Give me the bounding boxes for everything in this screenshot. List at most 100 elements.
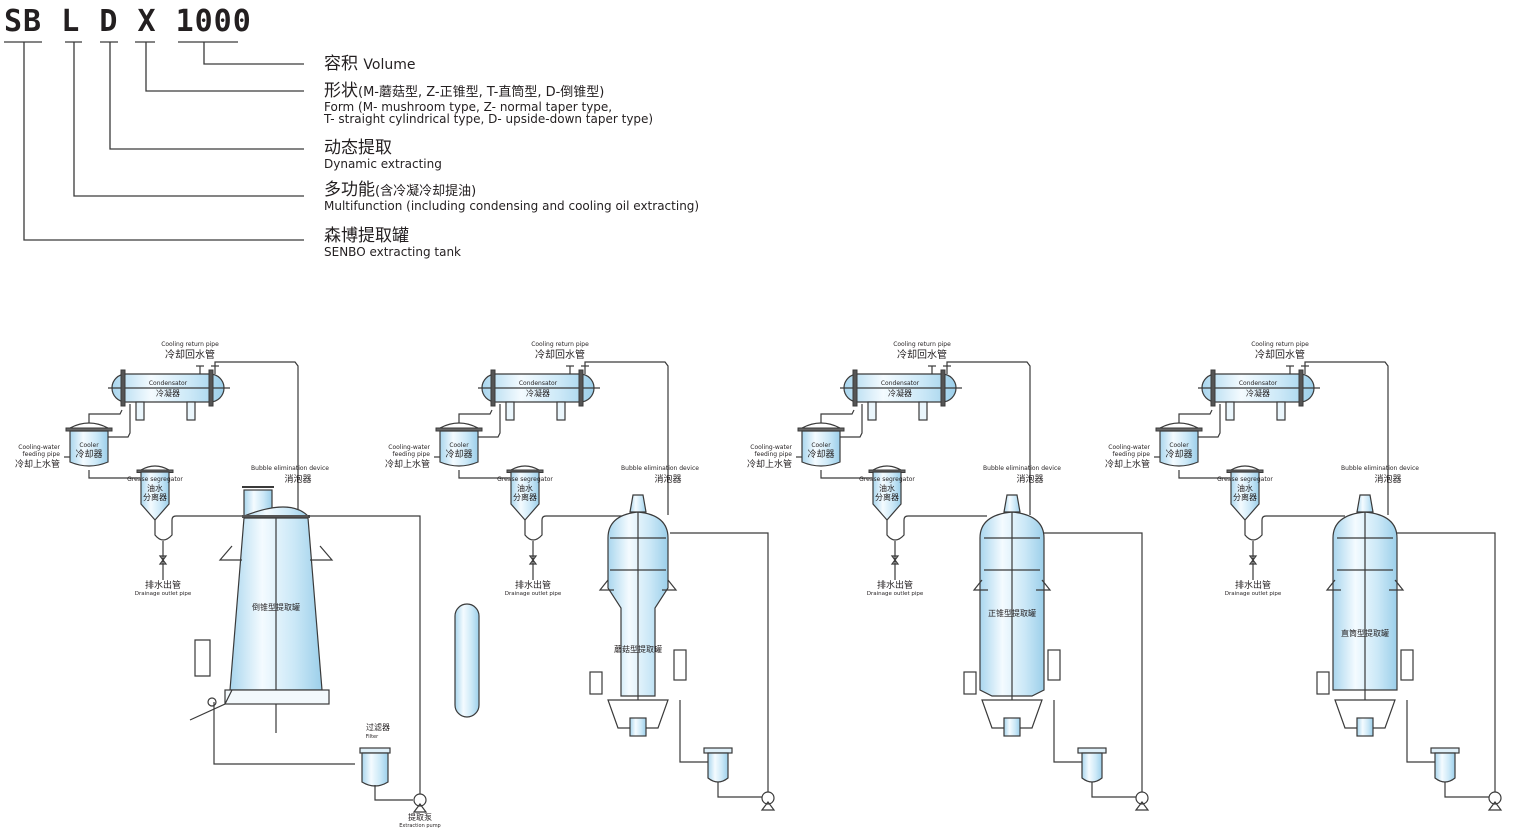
cooling-return-pipe-label-en: Cooling return pipe [161,341,219,348]
pump-icon [1135,791,1149,805]
cooling-feed-label-en-1: Cooling-water [750,444,792,451]
cooling-feed-label-en-1: Cooling-water [1108,444,1150,451]
filter-label-cn: 过滤器 [366,722,390,732]
legend-brand: 森博提取罐 SENBO extracting tank [324,226,461,258]
filter-label-en: Filter [366,734,379,740]
segregator-lid [872,465,902,471]
cooler-feed-pipe [108,404,131,438]
bubble-eliminator [629,494,647,513]
drain-valve-icon [158,555,168,565]
condenser-leg-right [1276,401,1286,421]
tank-lugs [1325,579,1405,591]
condenser-leg-right [186,401,196,421]
condenser-flange-left [490,369,496,407]
cooling-return-pipe [584,361,669,515]
segregator-label-cn-1: 油水 [879,483,895,493]
cooling-return-pipe-label-cn: 冷却回水管 [1255,348,1305,361]
extraction-tank: 蘑菇型提取罐 [589,494,687,737]
cooling-return-pipe [214,361,299,515]
segregator-label-en: Grease segregator [1217,476,1273,483]
condenser-label-cn: 冷凝器 [526,388,550,398]
segregator-outlet-pipe [154,515,255,541]
cooling-return-pipe-label-cn: 冷却回水管 [535,348,585,361]
cooling-feed-label-en-1: Cooling-water [18,444,60,451]
process-unit-straight-cylindrical: Cooling return pipe冷却回水管Condensator冷凝器Co… [1105,341,1503,811]
pump-icon [413,793,427,807]
cylinder-actuator-right [673,649,687,681]
cooler-label-en: Cooler [1169,442,1189,449]
process-unit-upside-down-taper: Cooling return pipe冷却回水管Condensator冷凝器Co… [15,341,441,829]
tank-label: 倒锥型提取罐 [252,602,300,612]
filter-body [361,752,389,787]
drain-label-en: Drainage outlet pipe [505,591,562,597]
bubble-eliminator-label-cn: 消泡器 [1016,473,1043,485]
condenser-flange-right [578,369,584,407]
discharge-door [1003,717,1021,737]
bubble-eliminator-label-cn: 消泡器 [284,473,311,485]
condenser-leg-left [1225,401,1235,421]
cooling-return-pipe-label-cn: 冷却回水管 [897,348,947,361]
standalone-vessel [454,603,480,718]
cooler-label-cn: 冷却器 [75,448,102,460]
segregator-label-cn-2: 分离器 [513,492,537,502]
return-pipe [1044,532,1143,793]
return-pipe [308,515,421,794]
tank-bottom-frame [1334,699,1396,729]
model-leader-lines [4,41,304,241]
condenser-leg-left [867,401,877,421]
filter-pump-pipe [1444,782,1489,798]
bubble-eliminator [1356,494,1374,513]
model-seg-d: D [99,4,119,39]
tank-outlet-pipe [679,700,710,763]
process-unit-mushroom: Cooling return pipe冷却回水管Condensator冷凝器Co… [385,341,776,811]
cylinder-actuator [194,639,211,677]
legend-dynamic-en: Dynamic extracting [324,156,442,171]
condenser-flange-left [1210,369,1216,407]
condenser-flange-right [208,369,214,407]
cooler-feed-pipe [840,404,863,438]
cooler-feed-pipe [478,404,501,438]
filter-cap [703,747,733,754]
pump-label-cn: 提取泵 [408,812,432,822]
bubble-eliminator-label-en: Bubble elimination device [251,465,329,472]
cooling-feed-label-cn: 冷却上水管 [747,458,792,470]
pump-label-en: Extraction pump [399,823,441,829]
extraction-tank: 倒锥型提取罐 [189,486,334,733]
cooling-feed-label-cn: 冷却上水管 [15,458,60,470]
legend-form-cn: 形状 [324,81,358,101]
cooler-label-en: Cooler [811,442,831,449]
pump-base [412,803,428,813]
filter-body [707,752,729,783]
pump-base [1134,801,1150,811]
filter-pump-pipe [374,785,413,801]
cooler-outlet-pipe [458,470,510,479]
drain-label-cn: 排水出管 [877,579,913,591]
pivot [207,697,217,707]
model-code: SB L D X 1000 [4,4,252,39]
cooler-body [439,430,479,467]
tank-top-flange [242,515,310,518]
cooling-return-pipe-label-en: Cooling return pipe [1251,341,1309,348]
legend-form-cn-detail: (M-蘑菇型, Z-正锥型, T-直筒型, D-倒锥型) [358,85,605,100]
segregator-lid [140,465,170,471]
condenser-label-en: Condensator [881,380,920,387]
filter-cap [1077,747,1107,754]
discharge-door [1356,717,1374,737]
tank-base-frame [224,689,330,705]
segregator-label-en: Grease segregator [859,476,915,483]
cooling-feed-label-en-2: feeding pipe [23,451,61,458]
legend-form-en-2: T- straight cylindrical type, D- upside-… [324,112,654,127]
cooler-label-cn: 冷却器 [807,448,834,460]
bubble-eliminator-label-cn: 消泡器 [654,473,681,485]
legend-multi-cn: 多功能 [324,180,375,200]
model-seg-x: X [137,4,157,39]
filter-body [1434,752,1456,783]
segregator-label-cn-2: 分离器 [1233,492,1257,502]
segregator-body [872,471,902,521]
segregator-lid [1230,465,1260,471]
filter-pump-pipe [717,782,762,798]
legend-brand-cn: 森博提取罐 [324,226,409,246]
